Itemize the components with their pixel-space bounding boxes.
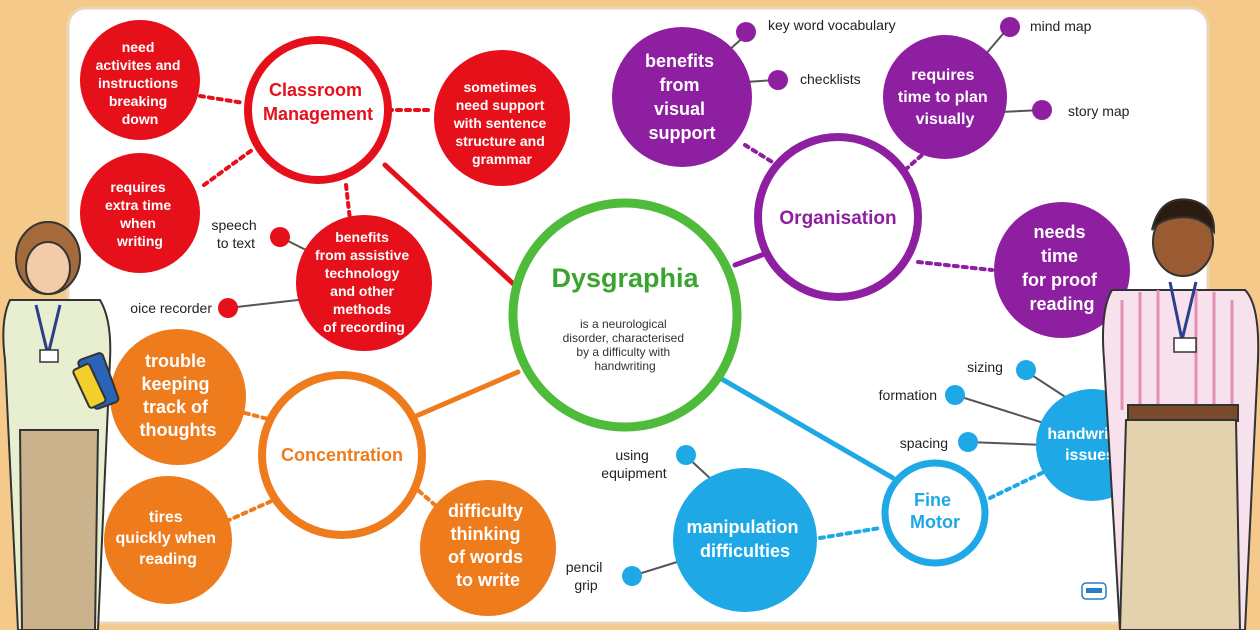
svg-text:tires quickly when: tires quickly when reading [116,509,221,568]
leaf-speech-to-text: speech to text [211,217,260,251]
connector-concentration [397,369,521,426]
connector-finemotor [717,375,896,481]
leaf-dot-pencil [622,566,642,586]
svg-text:needs time for: needs time for proof reading [1022,222,1102,314]
node-visual-support: benefits from visual support [612,27,752,167]
node-sentence-support: sometimes need support with sentence str… [434,50,570,186]
leaf-using-equipment: using equipment [601,447,666,481]
leaf-dot-spacing [958,432,978,452]
node-manipulation-difficulties: manipulation difficulties [673,468,817,612]
svg-text:difficulty thinking: difficulty thinking of words to write [448,501,528,590]
svg-text:manipulation difficult: manipulation difficulties [686,517,803,561]
classroom-management-label: Classroom Management [263,80,373,124]
concentration-label: Concentration [281,445,403,465]
branch-organisation: Organisation benefits from visual suppor… [612,17,1130,338]
leaf-voice-recorder: oice recorder [130,300,212,316]
node-proof-reading: needs time for proof reading [994,202,1130,338]
leaf-dot-voice [218,298,238,318]
node-extra-time: requires extra time when writing [80,153,200,273]
teacher-right-illustration [1102,198,1260,630]
leaf-formation: formation [879,387,937,403]
leaf-pencil-grip: pencil grip [566,559,606,593]
node-trouble-keeping-track: trouble keeping track of thoughts [110,329,246,465]
node-tires-quickly: tires quickly when reading [104,476,232,604]
leaf-dot-sizing [1016,360,1036,380]
svg-text:benefits from assistiv: benefits from assistive technology and o… [315,229,413,335]
leaf-dot-speech [270,227,290,247]
leaf-dot-checklists [768,70,788,90]
branch-concentration: Concentration trouble keeping track of t… [104,329,556,616]
node-time-to-plan: requires time to plan visually [883,35,1007,159]
fine-motor-label: Fine Motor [910,490,960,532]
svg-text:trouble keeping: trouble keeping track of thoughts [140,351,217,440]
svg-text:benefits from: benefits from visual support [645,51,719,143]
central-title: Dysgraphia [551,263,699,293]
branch-fine-motor: Fine Motor manipulation difficulties han… [566,359,1148,612]
leaf-checklists: checklists [800,71,861,87]
organisation-label: Organisation [779,208,896,229]
leaf-dot-using [676,445,696,465]
node-difficulty-thinking: difficulty thinking of words to write [420,480,556,616]
leaf-key-word-vocabulary: key word vocabulary [768,17,896,33]
branch-classroom-management: Classroom Management need activites and … [80,20,570,351]
leaf-dot-formation [945,385,965,405]
leaf-sizing: sizing [967,359,1003,375]
leaf-story-map: story map [1068,103,1130,119]
svg-text:requires extra time: requires extra time when writing [105,179,175,249]
leaf-spacing: spacing [900,435,948,451]
central-description: is a neurological disorder, characterise… [563,317,688,373]
svg-text:requires time to plan: requires time to plan visually [898,67,992,128]
publisher-logo [1081,582,1107,600]
leaf-dot-mindmap [1000,17,1020,37]
svg-text:sometimes need support: sometimes need support with sentence str… [453,79,550,167]
leaf-mind-map: mind map [1030,18,1092,34]
svg-text:need activites and: need activites and instructions breaking… [96,39,185,127]
central-node: Dysgraphia is a neurological disorder, c… [508,198,742,432]
leaf-dot-storymap [1032,100,1052,120]
connector-classroom [382,162,523,293]
teacher-left-illustration [2,221,120,630]
node-activities: need activites and instructions breaking… [80,20,200,140]
node-assistive-technology: benefits from assistive technology and o… [296,215,432,351]
leaf-dot-keyword [736,22,756,42]
